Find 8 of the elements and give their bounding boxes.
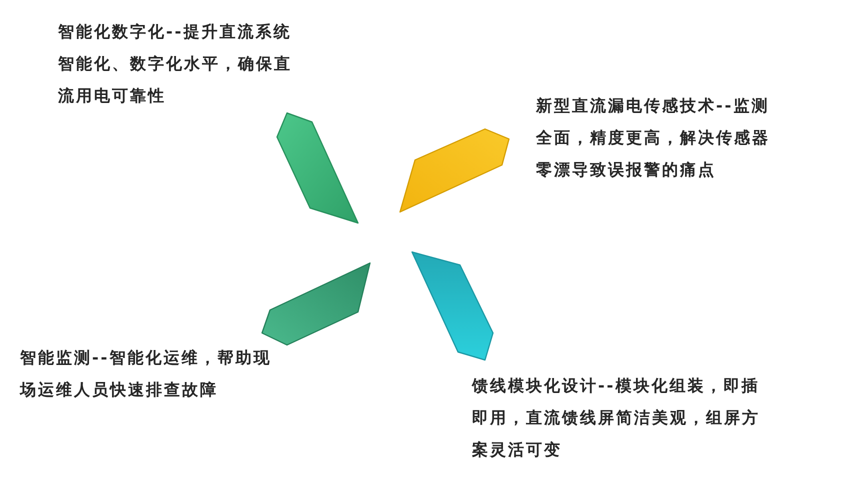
feature-description: 新型直流漏电传感技术--监测全面，精度更高，解决传感器零漂导致误报警的痛点 bbox=[536, 95, 771, 181]
petal-shape bbox=[399, 128, 510, 213]
feature-description: 馈线模块化设计--模块化组装，即插即用，直流馈线屏简洁美观，组屏方案灵活可变 bbox=[472, 375, 761, 461]
petal-shape bbox=[411, 251, 494, 361]
feature-description: 智能监测--智能化运维，帮助现场运维人员快速排查故障 bbox=[20, 347, 272, 401]
petal-shape bbox=[276, 112, 359, 224]
feature-description: 智能化数字化--提升直流系统智能化、数字化水平，确保直流用电可靠性 bbox=[58, 21, 293, 107]
petal-shape bbox=[261, 262, 371, 346]
